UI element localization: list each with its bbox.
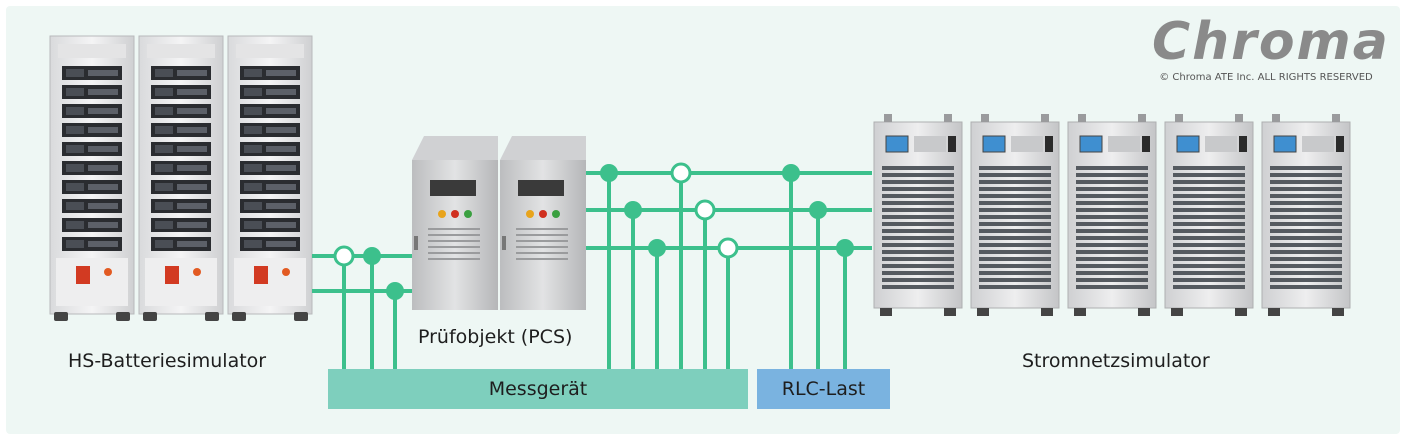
junction-dot <box>809 201 827 219</box>
meter-label: Messgerät <box>488 378 588 400</box>
crossing-circle <box>717 237 739 259</box>
battery-simulator <box>49 35 313 321</box>
junction-dot <box>386 282 404 300</box>
wiring <box>312 171 872 372</box>
junction-dot <box>624 201 642 219</box>
crossing-circle <box>694 199 716 221</box>
pcs-cabinet-left <box>412 136 498 310</box>
grid-cabinet <box>1261 114 1351 316</box>
junction-nodes <box>333 162 854 300</box>
junction-dot <box>836 239 854 257</box>
pcs-cabinets <box>412 136 586 310</box>
grid-simulator <box>873 114 1351 316</box>
chroma-logo: Chroma © Chroma ATE Inc. ALL RIGHTS RESE… <box>1152 12 1390 83</box>
dut-label: Prüfobjekt (PCS) <box>418 326 573 348</box>
battery-rack <box>227 35 313 321</box>
grid-cabinet <box>873 114 963 316</box>
meter-bar: Messgerät <box>328 369 748 409</box>
crossing-circle <box>670 162 692 184</box>
junction-dot <box>363 247 381 265</box>
grid-cabinet <box>1067 114 1157 316</box>
chroma-logo-text: Chroma <box>1152 12 1390 72</box>
junction-dot <box>782 164 800 182</box>
rlc-load-bar: RLC-Last <box>757 369 890 409</box>
grid-cabinet <box>970 114 1060 316</box>
battery-rack <box>138 35 224 321</box>
junction-dot <box>648 239 666 257</box>
battery-rack <box>49 35 135 321</box>
grid-simulator-label: Stromnetzsimulator <box>1022 350 1210 372</box>
pcs-cabinet-right <box>500 136 586 310</box>
crossing-circle <box>333 245 355 267</box>
battery-simulator-label: HS-Batteriesimulator <box>68 350 267 372</box>
rlc-load-label: RLC-Last <box>781 378 866 400</box>
grid-cabinet <box>1164 114 1254 316</box>
junction-dot <box>600 164 618 182</box>
copyright-text: © Chroma ATE Inc. ALL RIGHTS RESERVED <box>1159 72 1373 83</box>
